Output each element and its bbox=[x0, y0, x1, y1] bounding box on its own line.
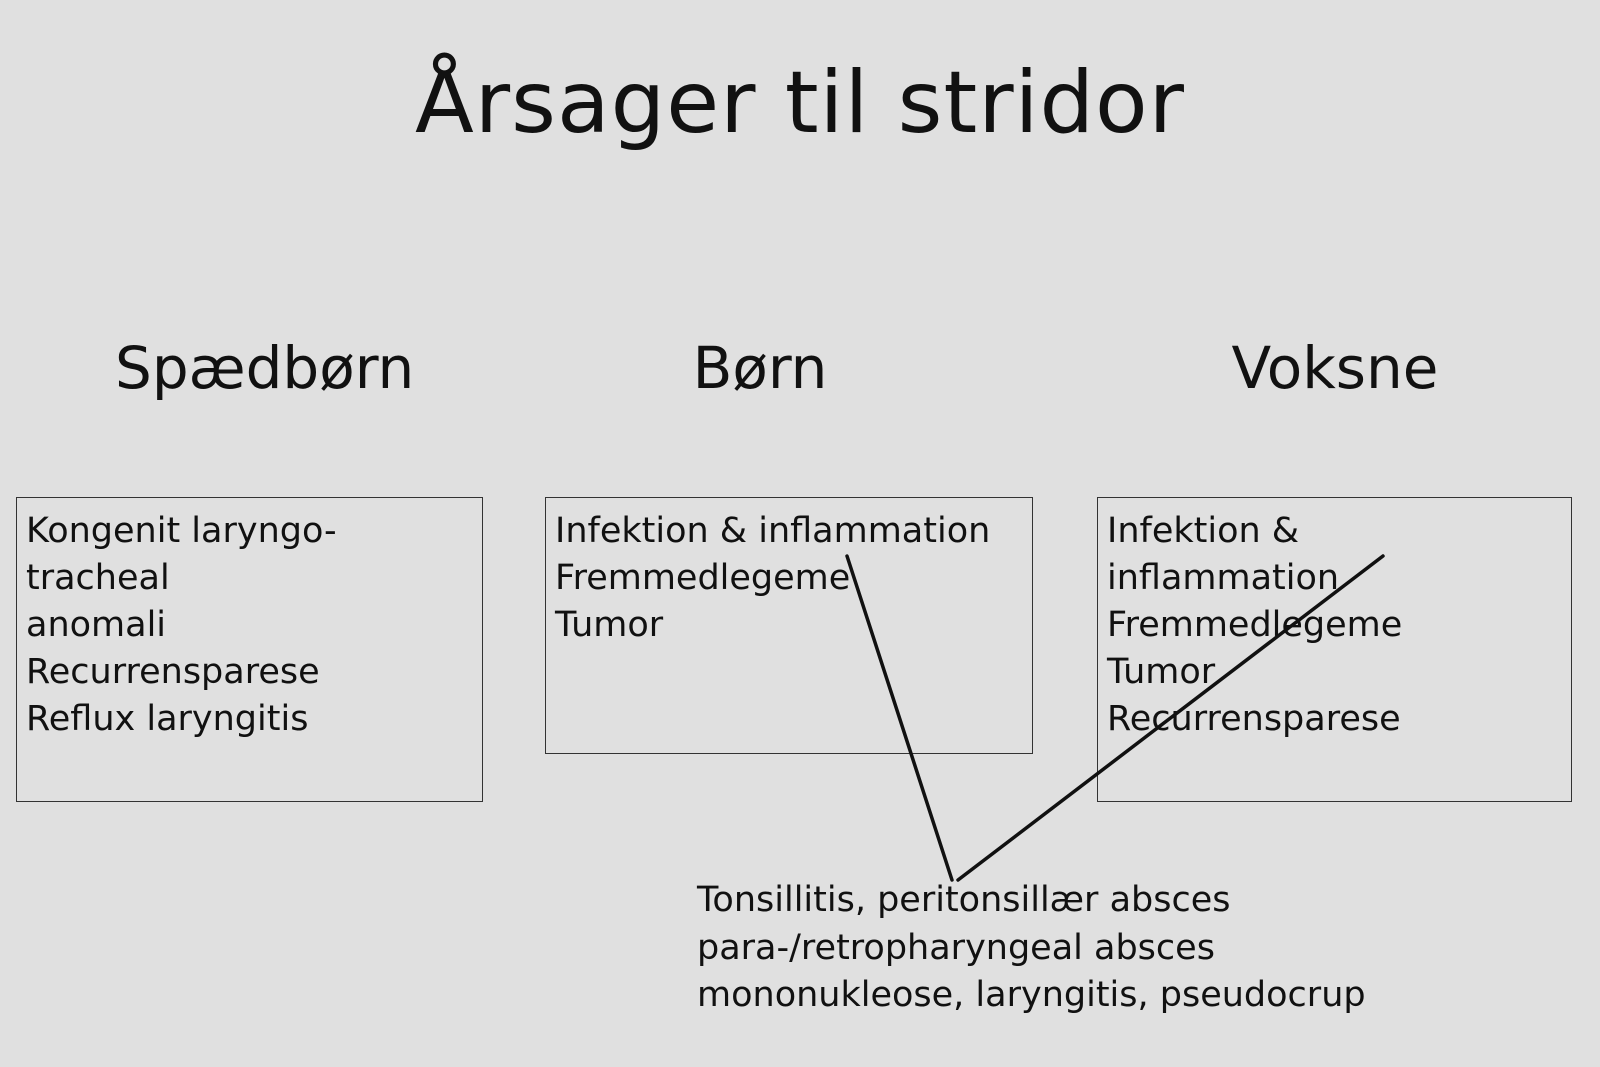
list-item: anomali bbox=[26, 605, 167, 645]
list-item: Fremmedlegeme bbox=[555, 558, 851, 598]
slide-title: Årsager til stridor bbox=[414, 53, 1186, 153]
list-item: Infektion & inflammation bbox=[555, 511, 991, 551]
note-line: para-/retropharyngeal absces bbox=[697, 927, 1215, 968]
box-boern: Infektion & inflammation Fremmedlegeme T… bbox=[545, 497, 1033, 754]
list-item: Recurrensparese bbox=[1107, 699, 1401, 739]
list-item: Infektion & bbox=[1107, 511, 1300, 551]
list-item: inflammation bbox=[1107, 558, 1340, 598]
heading-voksne: Voksne bbox=[1231, 334, 1439, 402]
note-line: mononukleose, laryngitis, pseudocrup bbox=[697, 975, 1366, 1015]
list-item: Fremmedlegeme bbox=[1107, 605, 1403, 645]
list-item: Recurrensparese bbox=[26, 652, 320, 692]
shared-causes-note: Tonsillitis, peritonsillær absces para-/… bbox=[697, 877, 1366, 1020]
note-line: Tonsillitis, peritonsillær absces bbox=[697, 880, 1231, 920]
list-item: Kongenit laryngo- bbox=[26, 511, 337, 551]
list-item: Tumor bbox=[1107, 652, 1216, 692]
list-item: Reflux laryngitis bbox=[26, 699, 309, 739]
heading-boern: Børn bbox=[692, 334, 828, 402]
box-spaedboern: Kongenit laryngo- tracheal anomali Recur… bbox=[16, 497, 483, 802]
box-voksne: Infektion & inflammation Fremmedlegeme T… bbox=[1097, 497, 1572, 802]
heading-spaedboern: Spædbørn bbox=[115, 334, 415, 402]
list-item: tracheal bbox=[26, 558, 170, 598]
list-item: Tumor bbox=[555, 605, 664, 645]
